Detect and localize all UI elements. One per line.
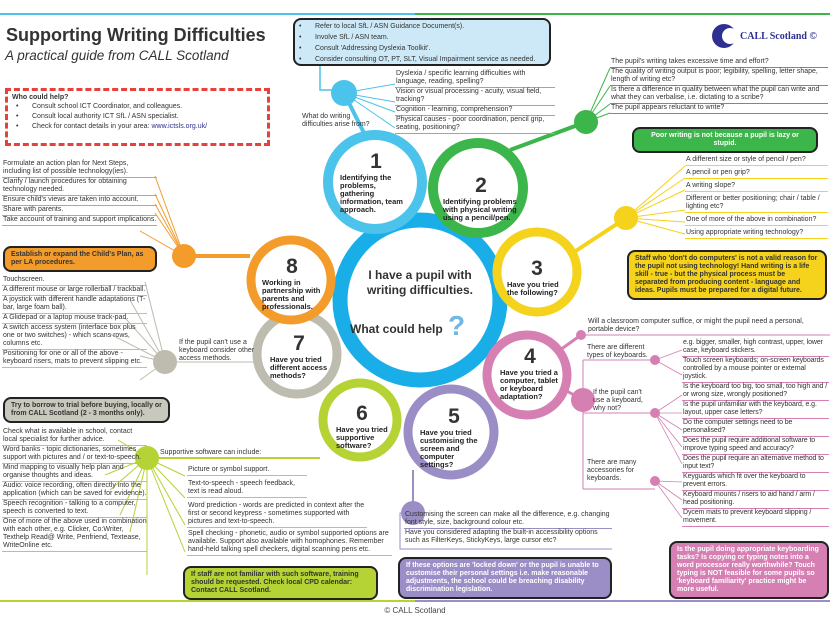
s4-list: e.g. bigger, smaller, high contrast, upp… [682, 339, 829, 527]
s6-right-list: Picture or symbol support. Text-to-speec… [187, 466, 392, 556]
s3-list: A different size or style of pencil / pe… [685, 156, 828, 239]
center-circle [332, 212, 508, 388]
s1-list: Dyslexia / specific learning difficultie… [395, 70, 555, 134]
s2-list: The pupil's writing takes excessive time… [610, 58, 828, 114]
s6-note: If staff are not familiar with such soft… [183, 566, 378, 600]
center-question: What could help [350, 322, 443, 336]
guidance-box: Refer to local SfL / ASN Guidance Docume… [293, 18, 551, 66]
s7-list: Touchscreen. A different mouse or large … [2, 276, 147, 368]
call-scotland-logo: CALL Scotland © [712, 24, 817, 48]
question-mark-icon: ? [448, 310, 466, 341]
s4-why-label: If the pupil can't use a keyboard, why n… [593, 389, 643, 412]
s7-note: Try to borrow to trial before buying, lo… [3, 397, 170, 423]
s7-label: If the pupil can't use a keyboard consid… [179, 339, 255, 362]
s2-note: Poor writing is not because a pupil is l… [632, 127, 818, 153]
s4-question: Will a classroom computer suffice, or mi… [588, 318, 804, 333]
center-title: I have a pupil with writing difficulties… [366, 268, 473, 297]
who-could-help-box: Who could help? Consult school ICT Coord… [5, 88, 270, 146]
s4-types-label: There are different types of keyboards. [587, 344, 648, 359]
logo-c-icon [712, 24, 738, 48]
footer-copyright: © CALL Scotland [384, 606, 446, 615]
s4-note: Is the pupil doing appropriate keyboardi… [669, 541, 829, 599]
s5-note: If these options are 'locked down' or th… [398, 557, 612, 599]
s8-note: Establish or expand the Child's Plan, as… [3, 246, 157, 272]
s6-left-list: Check what is available in school, conta… [2, 428, 147, 552]
s8-list: Formulate an action plan for Next Steps,… [2, 160, 157, 226]
hub-1 [331, 80, 357, 106]
ictsls-link[interactable]: www.ictsls.org.uk/ [151, 123, 208, 130]
s6-label: Supportive software can include: [160, 449, 262, 456]
page-title: Supporting Writing Difficulties [6, 25, 266, 45]
page-subtitle: A practical guide from CALL Scotland [5, 48, 229, 63]
s1-question: What do writing difficulties arise from? [302, 113, 370, 128]
s3-note: Staff who 'don't do computers' is not a … [627, 250, 827, 300]
s5-list: Customising the screen can make all the … [404, 511, 612, 546]
s4-acc-label: There are many accessories for keyboards… [587, 459, 637, 482]
